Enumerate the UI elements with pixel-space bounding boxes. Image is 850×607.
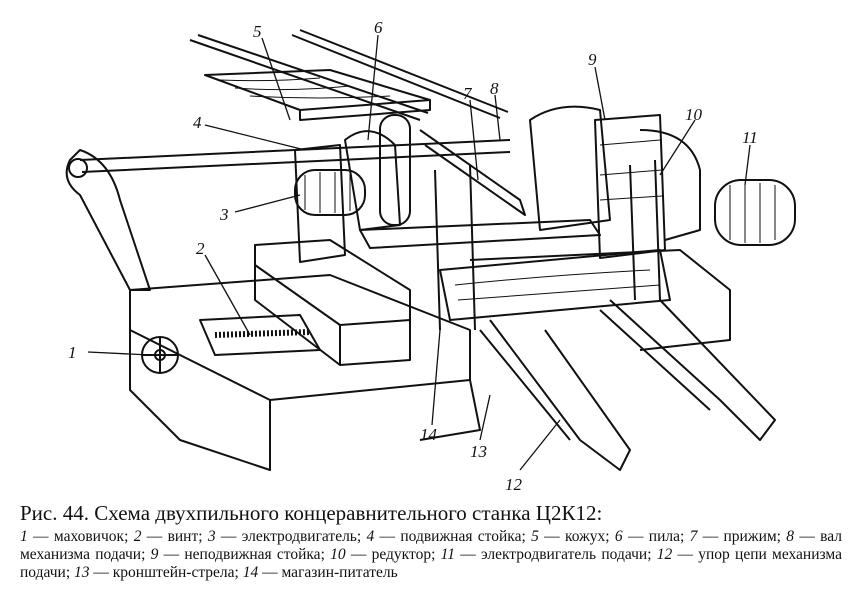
legend-item: 12 — упор цепи механизма подачи; [20, 546, 843, 581]
leader-13 [479, 394, 491, 441]
gearbox [639, 129, 701, 241]
leader-6 [367, 34, 379, 141]
callout-5: 5 [253, 22, 262, 41]
callout-14: 14 [420, 425, 438, 444]
legend-item: 10 — редуктор; [330, 546, 436, 563]
leader-4 [204, 124, 306, 151]
leader-12 [519, 419, 561, 471]
top-guide-rails [189, 29, 509, 121]
machine-diagram: 1 2 3 4 5 6 7 8 9 10 11 12 13 14 [65, 18, 796, 494]
left-post [294, 144, 346, 263]
legend-item: 7 — прижим; [689, 528, 781, 545]
legend-item: 6 — пила; [614, 528, 685, 545]
leader-2 [204, 254, 251, 336]
chain-stop [609, 299, 776, 441]
legend-item: 4 — подвижная стойка; [366, 528, 526, 545]
callout-2: 2 [196, 239, 205, 258]
leader-7 [469, 99, 479, 181]
legend-item: 9 — неподвижная стойка; [150, 546, 325, 563]
leader-3 [234, 194, 301, 213]
feed-motor [714, 179, 796, 246]
callout-1: 1 [68, 343, 77, 362]
callout-7: 7 [463, 84, 473, 103]
callout-8: 8 [490, 79, 499, 98]
figure-caption-title: Рис. 44. Схема двухпильного концеравните… [20, 501, 603, 525]
callout-12: 12 [505, 475, 523, 494]
leader-11 [744, 144, 751, 186]
leader-9 [594, 66, 606, 121]
leader-14 [431, 329, 441, 426]
right-fixed-post [529, 105, 611, 231]
figure-legend: 1 — маховичок; 2 — винт; 3 — электродвиг… [20, 528, 842, 582]
callout-3: 3 [219, 205, 229, 224]
left-frame [65, 149, 151, 291]
legend-item: 8 — вал механизма подачи; [20, 528, 843, 563]
callout-10: 10 [685, 105, 703, 124]
feeder-magazine [434, 159, 661, 331]
callout-6: 6 [374, 18, 383, 37]
legend-item: 2 — винт; [133, 528, 203, 545]
callout-13: 13 [470, 442, 487, 461]
callout-4: 4 [193, 113, 202, 132]
boom-bracket [489, 319, 631, 471]
callout-9: 9 [588, 50, 597, 69]
saw-blade [379, 114, 411, 226]
leader-8 [494, 94, 501, 141]
leader-10 [659, 119, 696, 176]
callout-11: 11 [742, 128, 758, 147]
leader-1 [87, 351, 151, 356]
legend-item: 1 — маховичок; [20, 528, 129, 545]
top-board [204, 69, 431, 121]
machine-bed [129, 274, 471, 401]
legend-item: 3 — электродвигатель; [207, 528, 362, 545]
leader-5 [261, 37, 291, 121]
legend-item: 5 — кожух; [531, 528, 610, 545]
legend-item: 13 — кронштейн-стрела; [74, 564, 239, 581]
legend-item: 14 — магазин-питатель [242, 564, 398, 581]
left-carriage [254, 239, 411, 366]
left-motor [294, 169, 366, 216]
legend-item: 11 — электродвигатель подачи; [440, 546, 652, 563]
